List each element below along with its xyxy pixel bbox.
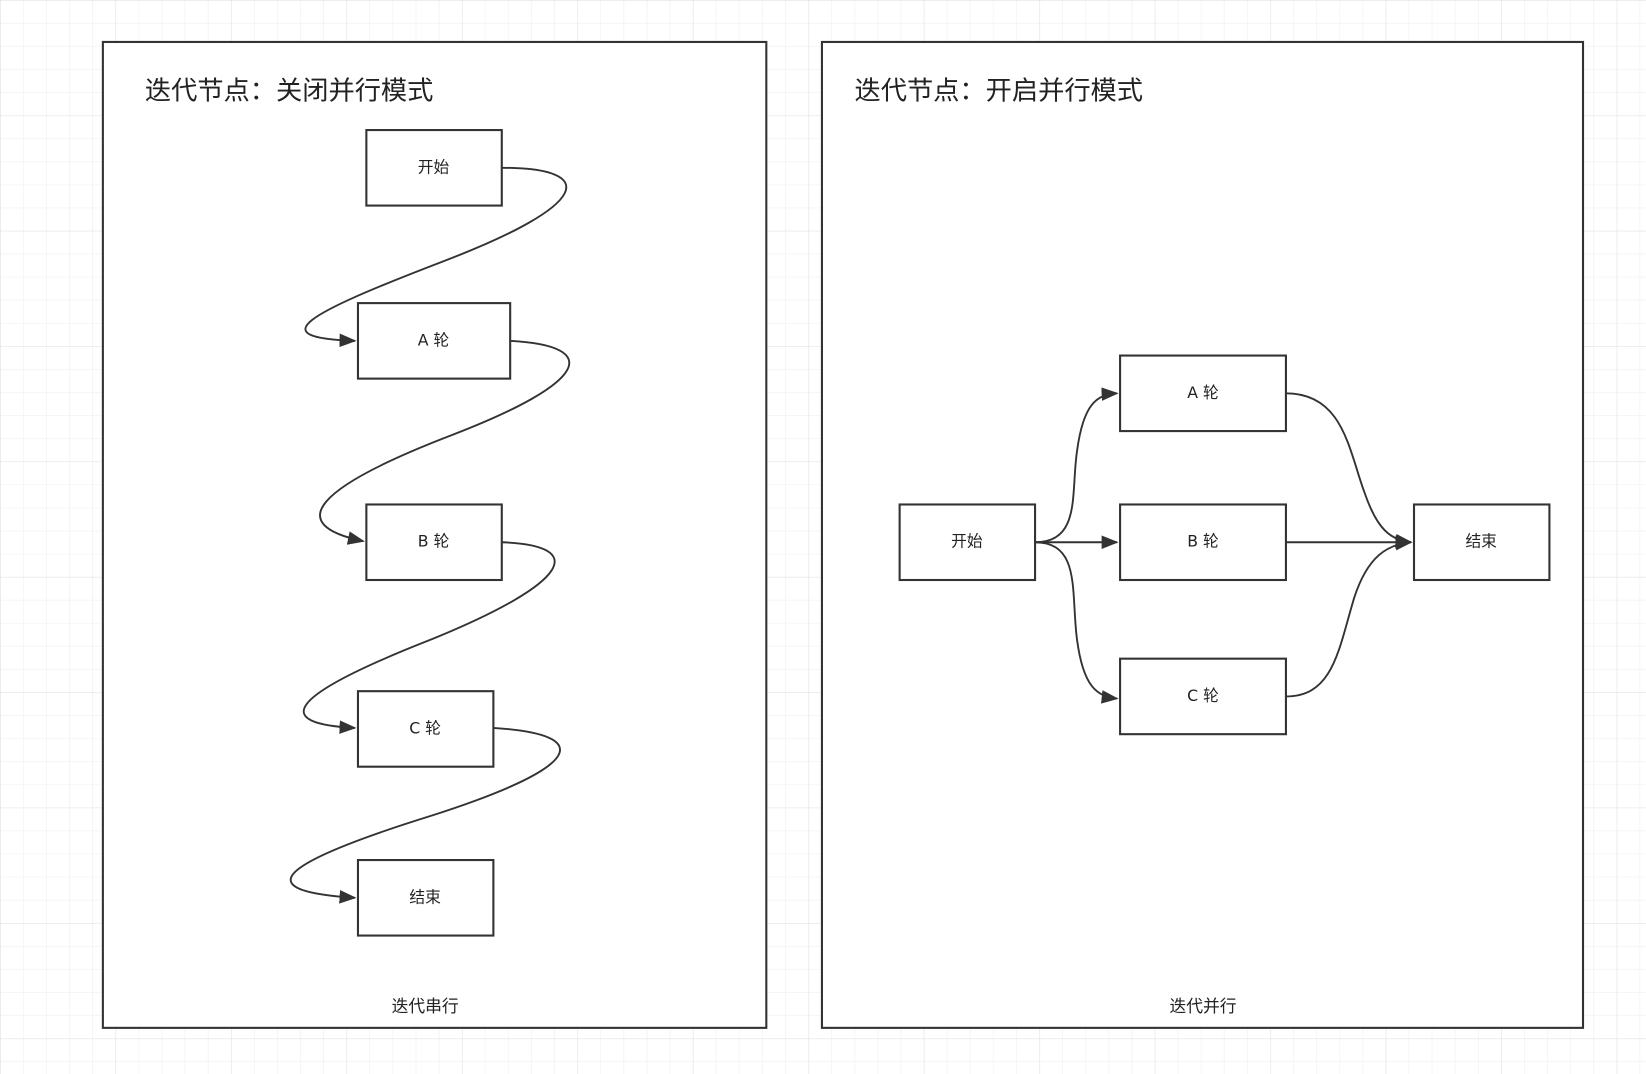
edge-start-a (304, 166, 568, 348)
parallel-caption: 迭代并行 (1169, 996, 1236, 1016)
node-label: 结束 (409, 887, 441, 906)
edge-start-a (1035, 387, 1119, 544)
serial-caption: 迭代串行 (392, 996, 459, 1016)
node-start[interactable]: 开始 (365, 129, 503, 207)
edge-c-end (1285, 536, 1413, 698)
node-start[interactable]: 开始 (898, 503, 1037, 582)
node-label: C 轮 (409, 718, 441, 737)
node-label: C 轮 (1187, 686, 1219, 705)
node-b[interactable]: B 轮 (1119, 503, 1287, 582)
node-label: 结束 (1465, 532, 1497, 551)
edge-a-b (319, 339, 571, 545)
node-label: 开始 (951, 532, 983, 551)
parallel-panel: 迭代节点：开启并行模式 迭代并行 开始 A 轮 B 轮 C 轮 结束 (820, 40, 1585, 1029)
node-label: 开始 (418, 157, 450, 176)
node-a[interactable]: A 轮 (1119, 354, 1287, 433)
edge-b-c (302, 541, 556, 734)
node-a[interactable]: A 轮 (356, 302, 512, 380)
parallel-title: 迭代节点：开启并行模式 (854, 77, 1143, 107)
node-end[interactable]: 结束 (356, 858, 495, 937)
node-label: A 轮 (418, 330, 450, 349)
edge-start-c (1035, 541, 1119, 704)
node-label: B 轮 (418, 532, 450, 551)
serial-title: 迭代节点：关闭并行模式 (145, 77, 434, 107)
node-c[interactable]: C 轮 (1119, 657, 1287, 736)
edge-c-end (289, 726, 561, 904)
edge-a-end (1285, 392, 1413, 548)
node-c[interactable]: C 轮 (356, 690, 495, 768)
node-end[interactable]: 结束 (1412, 503, 1551, 582)
node-label: B 轮 (1187, 532, 1219, 551)
node-b[interactable]: B 轮 (365, 503, 503, 582)
node-label: A 轮 (1187, 383, 1219, 402)
serial-panel: 迭代节点：关闭并行模式 迭代串行 开始 A 轮 B 轮 C 轮 结束 (101, 40, 768, 1029)
